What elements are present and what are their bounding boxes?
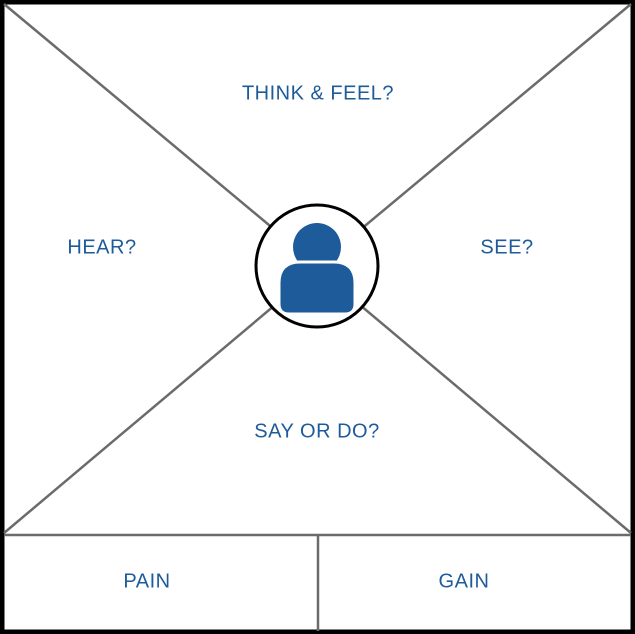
think-feel-label: THINK & FEEL? (241, 82, 395, 105)
diagonal-top-left (3, 3, 276, 231)
hear-label: HEAR? (67, 236, 137, 259)
gain-label: GAIN (438, 570, 490, 593)
say-do-label: SAY OR DO? (254, 420, 380, 443)
person-icon (254, 203, 380, 329)
diagonal-bottom-left (3, 304, 276, 534)
pain-label: PAIN (123, 570, 171, 593)
diagonal-top-right (359, 3, 632, 231)
see-label: SEE? (480, 236, 534, 259)
diagonal-bottom-right (359, 304, 632, 534)
